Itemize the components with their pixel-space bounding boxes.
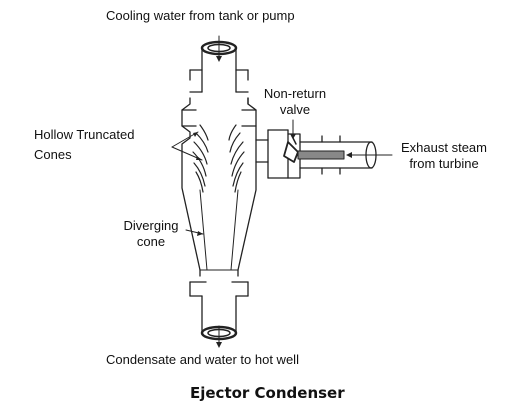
leader-lines [171,119,393,236]
bottom-outlet-label: Condensate and water to hot well [106,352,299,367]
hollow-cones-label: Hollow Truncated Cones [34,127,134,163]
condenser-body [181,97,257,271]
exhaust-label-line2: from turbine [409,156,479,171]
bottom-outlet-pipe [189,269,249,348]
exhaust-label-line1: Exhaust steam [401,140,487,155]
valve-label-line1: Non-return [263,86,327,101]
valve-label-line2: valve [279,102,311,117]
figure-caption: Ejector Condenser [190,384,345,402]
diverging-label-line2: cone [136,234,166,249]
diverging-label-line1: Diverging [123,218,179,233]
diverging-cone-label: Diverging cone [116,218,186,250]
non-return-valve-label: Non-return valve [262,86,328,118]
exhaust-steam-label: Exhaust steam from turbine [394,140,494,172]
hollow-truncated-cones [192,124,245,193]
non-return-valve [283,135,345,163]
top-inlet-pipe [189,35,249,93]
cones-label-line1: Hollow Truncated [34,127,135,142]
cones-label-line2: Cones [34,147,72,162]
top-inlet-label: Cooling water from tank or pump [106,8,295,23]
